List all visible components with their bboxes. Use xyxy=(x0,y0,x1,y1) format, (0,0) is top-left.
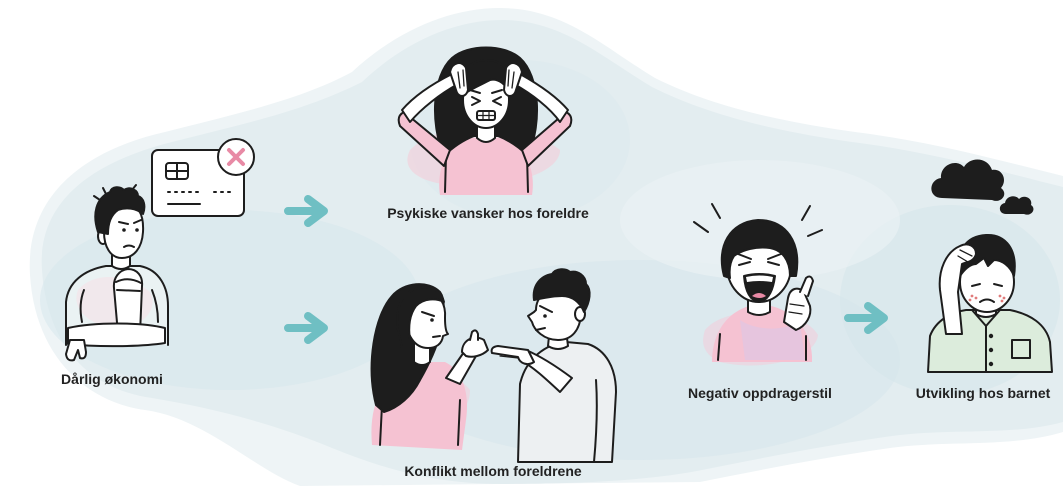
node-label-negative-parenting: Negativ oppdragerstil xyxy=(660,384,860,402)
node-label-child-development: Utvikling hos barnet xyxy=(903,384,1063,402)
node-label-parent-mental-health: Psykiske vansker hos foreldre xyxy=(338,204,638,222)
node-label-parent-conflict: Konflikt mellom foreldrene xyxy=(343,462,643,480)
declined-card-icon xyxy=(152,139,254,216)
node-label-economy: Dårlig økonomi xyxy=(32,370,192,388)
